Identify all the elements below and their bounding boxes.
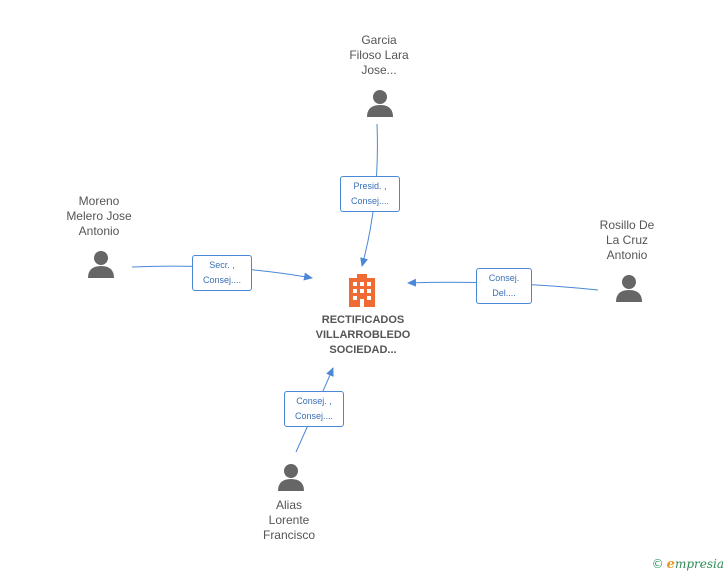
company-name[interactable]: RECTIFICADOS VILLARROBLEDO SOCIEDAD... bbox=[315, 314, 411, 356]
person-name-garcia[interactable]: Garcia Filoso Lara Jose... bbox=[349, 33, 409, 77]
person-name-rosillo[interactable]: Rosillo De La Cruz Antonio bbox=[599, 218, 655, 262]
brand-logo[interactable]: ©empresia bbox=[652, 557, 724, 572]
person-icon[interactable] bbox=[366, 88, 394, 118]
copyright-icon: © bbox=[651, 557, 664, 571]
person-name-alias[interactable]: Alias Lorente Francisco bbox=[262, 498, 315, 542]
brand-text: mpresia bbox=[674, 557, 724, 571]
role-badge-alias[interactable]: Consej. , Consej.... bbox=[284, 391, 344, 427]
brand-initial: e bbox=[666, 557, 675, 572]
person-icon[interactable] bbox=[615, 273, 643, 303]
person-icon[interactable] bbox=[87, 249, 115, 279]
role-badge-moreno[interactable]: Secr. , Consej.... bbox=[192, 255, 252, 291]
building-icon[interactable] bbox=[346, 274, 378, 308]
role-badge-rosillo[interactable]: Consej. Del.... bbox=[476, 268, 532, 304]
person-name-moreno[interactable]: Moreno Melero Jose Antonio bbox=[66, 194, 132, 238]
person-icon[interactable] bbox=[277, 462, 305, 492]
role-badge-garcia[interactable]: Presid. , Consej.... bbox=[340, 176, 400, 212]
